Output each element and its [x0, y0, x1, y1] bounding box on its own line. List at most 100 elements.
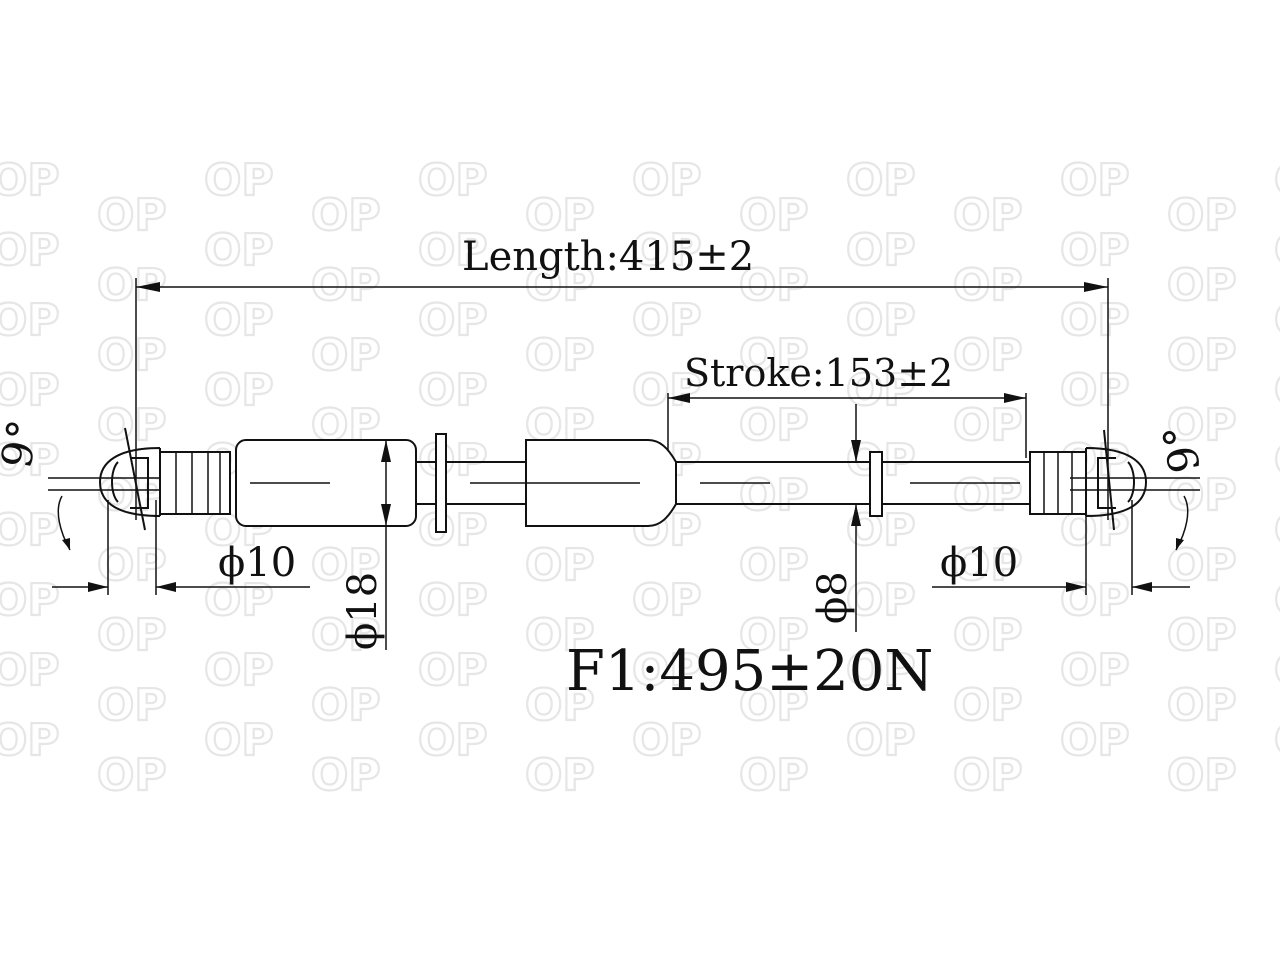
watermark-mark: OP [1274, 435, 1280, 486]
watermark-mark: OP [311, 190, 381, 241]
watermark-mark: OP [953, 680, 1023, 731]
watermark-mark: OP [739, 750, 809, 801]
watermark-mark: OP [525, 610, 595, 661]
watermark-mark: OP [204, 715, 274, 766]
watermark-mark: OP [525, 750, 595, 801]
watermark-mark: OP [418, 575, 488, 626]
watermark-mark: OP [418, 505, 488, 556]
right-eye-diameter-label: ϕ10 [940, 540, 1018, 586]
watermark-mark: OP [632, 365, 702, 416]
rod-diameter-dimension: ϕ8 [810, 404, 861, 632]
piston-rod [676, 451, 1030, 517]
watermark-mark: OP [1060, 365, 1130, 416]
watermark-mark: OP [632, 155, 702, 206]
watermark-mark: OP [739, 470, 809, 521]
watermark-mark: OP [1060, 155, 1130, 206]
watermark-mark: OP [739, 190, 809, 241]
watermark-mark: OP [525, 540, 595, 591]
watermark-mark: OP [97, 400, 167, 451]
stroke-label: Stroke:153±2 [684, 351, 953, 395]
watermark-mark: OP [846, 715, 916, 766]
watermark-mark: OP [311, 610, 381, 661]
watermark-mark: OP [204, 365, 274, 416]
watermark-mark: OP [632, 715, 702, 766]
watermark-mark: OP [1060, 645, 1130, 696]
watermark-pattern: OP OP OP OP OP OP OP OP OP OP OP OP OP OP OP OP OP OP OP OP… [0, 154, 1280, 802]
watermark-mark: OP [0, 645, 60, 696]
watermark-mark: OP [97, 190, 167, 241]
watermark-mark: OP [953, 330, 1023, 381]
watermark-mark: OP [1274, 155, 1280, 206]
watermark-mark: OP [632, 575, 702, 626]
cylinder-diameter-dimension: ϕ18 [340, 440, 391, 650]
length-label: Length:415±2 [462, 234, 754, 280]
watermark-mark: OP [1274, 505, 1280, 556]
watermark-mark: OP [311, 260, 381, 311]
watermark-mark: OP [525, 330, 595, 381]
angle-right-label: 9° [1153, 421, 1210, 477]
watermark-mark: OP [846, 225, 916, 276]
watermark-mark: OP [846, 645, 916, 696]
watermark-mark: OP [953, 190, 1023, 241]
watermark-mark: OP [1060, 295, 1130, 346]
watermark-mark: OP [1274, 225, 1280, 276]
watermark-mark: OP [525, 190, 595, 241]
watermark-mark: OP [418, 645, 488, 696]
watermark-mark: OP [418, 365, 488, 416]
watermark-mark: OP [418, 435, 488, 486]
watermark-mark: OP [418, 155, 488, 206]
watermark-mark: OP [953, 470, 1023, 521]
watermark-mark: OP [846, 365, 916, 416]
angle-left-label: 9° [0, 416, 48, 472]
left-end-fitting: 9° [0, 416, 231, 551]
watermark-mark: OP [1167, 330, 1237, 381]
watermark-mark: OP [1060, 715, 1130, 766]
watermark-mark: OP [418, 295, 488, 346]
watermark-mark: OP [311, 680, 381, 731]
watermark-mark: OP [204, 575, 274, 626]
watermark-mark: OP [1274, 715, 1280, 766]
watermark-mark: OP [1060, 575, 1130, 626]
rod-diameter-label: ϕ8 [810, 571, 856, 624]
watermark-mark: OP [0, 155, 60, 206]
watermark-mark: OP [0, 225, 60, 276]
watermark-mark: OP [1167, 610, 1237, 661]
watermark-mark: OP [204, 645, 274, 696]
watermark-mark: OP [311, 750, 381, 801]
watermark-mark: OP [1167, 680, 1237, 731]
watermark-mark: OP [1274, 575, 1280, 626]
watermark-mark: OP [846, 155, 916, 206]
watermark-mark: OP [418, 225, 488, 276]
watermark-mark: OP [525, 680, 595, 731]
watermark-mark: OP [1060, 225, 1130, 276]
left-eye-diameter-label: ϕ10 [218, 540, 296, 586]
right-end-fitting: 9° [1029, 421, 1210, 551]
watermark-mark: OP [632, 295, 702, 346]
watermark-mark: OP [739, 400, 809, 451]
watermark-mark: OP [953, 400, 1023, 451]
watermark-mark: OP [1167, 750, 1237, 801]
cylinder-diameter-label: ϕ18 [340, 572, 386, 650]
watermark-mark: OP [311, 540, 381, 591]
watermark-mark: OP [846, 575, 916, 626]
watermark-mark: OP [846, 295, 916, 346]
watermark-mark: OP [97, 330, 167, 381]
stroke-dimension: Stroke:153±2 [667, 351, 1027, 458]
right-eye-diameter-dimension: ϕ10 [932, 500, 1190, 595]
watermark-mark: OP [97, 750, 167, 801]
watermark-mark: OP [953, 610, 1023, 661]
watermark-mark: OP [204, 155, 274, 206]
watermark-mark: OP [632, 225, 702, 276]
watermark-mark: OP [1167, 260, 1237, 311]
length-dimension: Length:415±2 [135, 234, 1109, 520]
force-label: F1:495±20N [566, 639, 933, 704]
watermark-mark: OP [739, 540, 809, 591]
watermark-mark: OP [97, 680, 167, 731]
watermark-mark: OP [525, 260, 595, 311]
watermark-mark: OP [1167, 190, 1237, 241]
watermark-mark: OP [204, 225, 274, 276]
watermark-mark: OP [311, 330, 381, 381]
watermark-mark: OP [0, 505, 60, 556]
watermark-mark: OP [204, 295, 274, 346]
watermark-mark: OP [418, 715, 488, 766]
